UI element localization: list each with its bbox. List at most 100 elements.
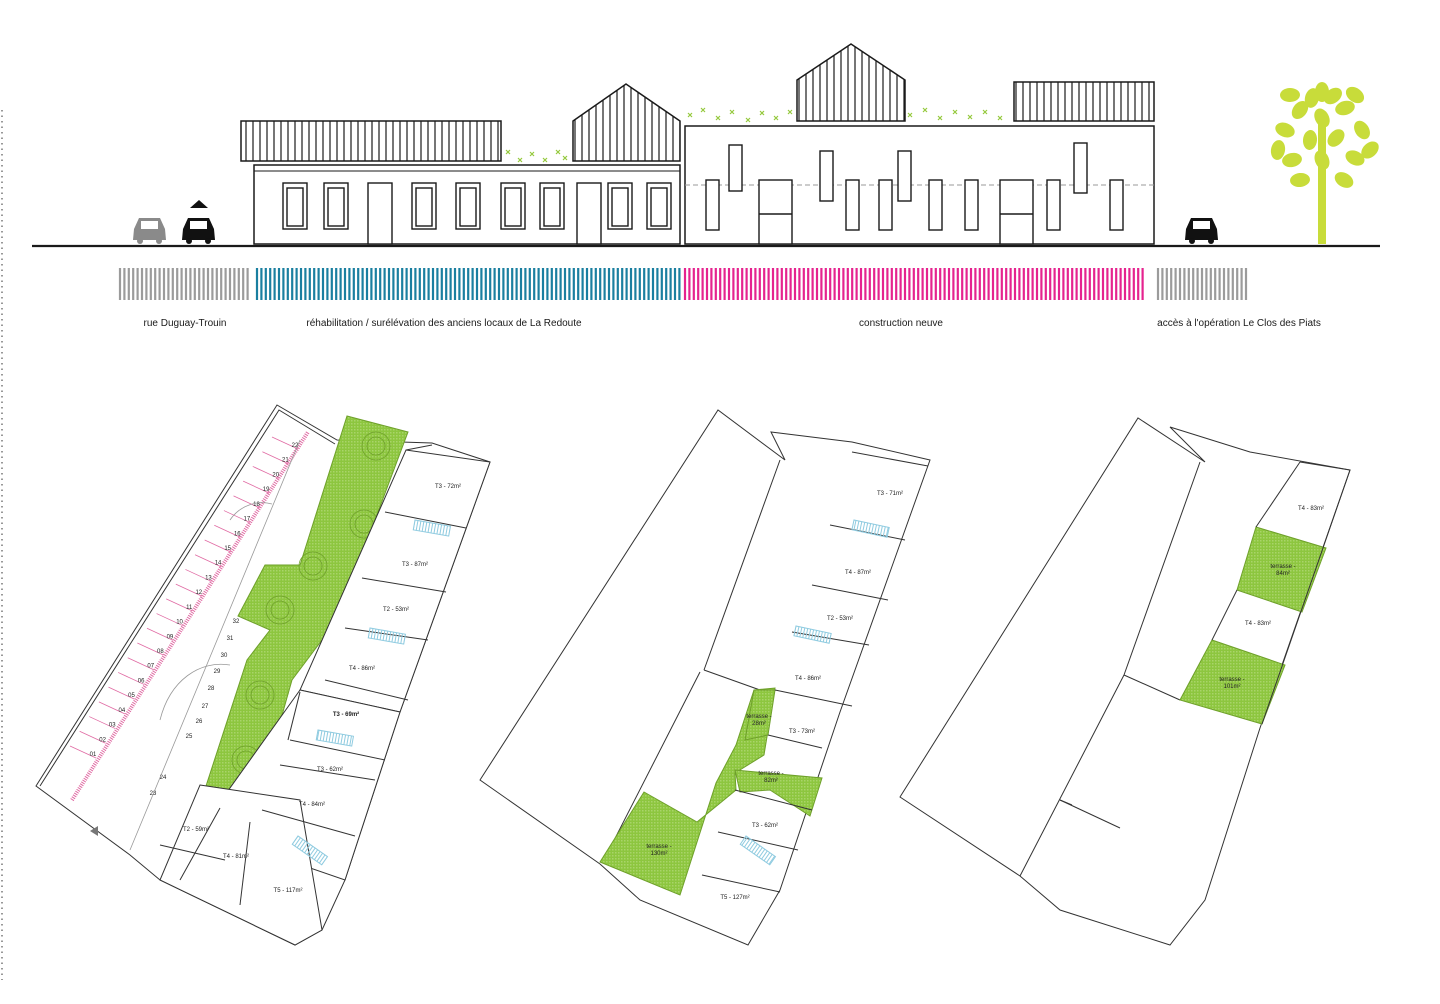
parking-number: 27 xyxy=(202,704,209,710)
parking-stall-line xyxy=(204,539,231,553)
garden-tree xyxy=(265,595,295,625)
parking-number: 14 xyxy=(215,561,222,567)
stair-icon xyxy=(412,519,452,537)
terrace-label: terrasse - xyxy=(746,714,771,720)
terrace-label: terrasse - xyxy=(758,771,783,777)
plan-wall xyxy=(734,789,813,811)
unit-label: T5 - 127m² xyxy=(720,895,749,901)
zone-label-new: construction neuve xyxy=(859,318,943,329)
unit-label: T4 - 84m² xyxy=(299,802,325,808)
stair-icon xyxy=(291,835,329,866)
garden-tree-inner xyxy=(303,556,323,576)
tree-leaf xyxy=(1334,172,1354,188)
parking-number: 22 xyxy=(292,443,299,449)
parking-stall-line xyxy=(175,583,202,597)
gable-roof-left xyxy=(572,83,681,162)
plan-wall xyxy=(701,874,781,893)
plan-wall xyxy=(289,739,386,761)
vegetation-mark xyxy=(773,115,779,121)
tree-leaf xyxy=(1314,150,1330,170)
parking-number: 25 xyxy=(186,734,193,740)
tree-leaf xyxy=(1345,86,1365,104)
parking-number: 09 xyxy=(167,634,174,640)
plan-wall xyxy=(361,577,447,593)
parking-number: 18 xyxy=(253,502,260,508)
vegetation-mark xyxy=(729,109,735,115)
plan3-outline xyxy=(899,417,1351,946)
garden-tree-inner xyxy=(366,436,386,456)
parking-number: 04 xyxy=(119,708,126,714)
tree-leaf xyxy=(1324,87,1342,105)
parking-number: 08 xyxy=(157,649,164,655)
plan-wall xyxy=(767,734,823,749)
roof-vegetation xyxy=(505,107,1003,163)
tree-leaf xyxy=(1275,122,1295,138)
rooftop-extension-left xyxy=(240,120,502,162)
plan-wall xyxy=(287,691,301,741)
garden-tree xyxy=(298,551,328,581)
plan-ground-floor: 0102030405060708091011121314151617181920… xyxy=(35,404,491,946)
unit-label: T2 - 59m² xyxy=(183,827,209,833)
unit-label: T4 - 86m² xyxy=(795,676,821,682)
terrace-area: 28m² xyxy=(752,721,766,727)
terrace-label: terrasse - xyxy=(646,844,671,850)
plan-wall xyxy=(405,444,433,451)
plan-wall xyxy=(179,807,221,881)
parking-stall-line xyxy=(79,730,106,744)
unit-label: T2 - 53m² xyxy=(383,607,409,613)
vegetation-mark xyxy=(922,107,928,113)
unit-label: T3 - 69m² xyxy=(333,711,359,718)
parking-stall-line xyxy=(233,495,260,509)
parking-stall-line xyxy=(185,569,212,582)
zone-label-rehab: réhabilitation / surélévation des ancien… xyxy=(306,318,582,329)
unit-label: T3 - 72m² xyxy=(435,484,461,490)
parking-line xyxy=(70,430,310,802)
gable-roof-center xyxy=(796,43,906,122)
parking-stall-line xyxy=(223,510,251,523)
vegetation-mark xyxy=(529,151,535,157)
parking-number: 05 xyxy=(128,693,135,699)
plan-wall xyxy=(159,844,226,861)
vegetation-mark xyxy=(505,149,511,155)
parking-stall-line xyxy=(156,613,183,626)
parking-stall-line xyxy=(166,598,193,612)
parking-number: 19 xyxy=(263,487,270,493)
parking-number: 24 xyxy=(160,775,167,781)
parking-stall-line xyxy=(146,627,174,641)
plan-wall xyxy=(239,821,251,906)
parking-stall-line xyxy=(271,436,299,450)
vegetation-mark xyxy=(952,109,958,115)
zone-label-access: accès à l'opération Le Clos des Piats xyxy=(1157,318,1321,329)
parking-number: 20 xyxy=(272,472,279,478)
zone-label-street: rue Duguay-Trouin xyxy=(143,318,227,329)
parking-stall-line xyxy=(69,745,97,759)
vegetation-mark xyxy=(700,107,706,113)
stair-icon xyxy=(739,835,777,866)
tree-leaf xyxy=(1282,152,1302,168)
parking-stall-line xyxy=(252,466,279,479)
vegetation-mark xyxy=(542,157,548,163)
tree-leaf xyxy=(1280,87,1300,103)
garden-tree xyxy=(245,680,275,710)
parking-number: 29 xyxy=(214,669,221,675)
parking-number: 03 xyxy=(109,723,116,729)
parking-number: 32 xyxy=(233,619,240,625)
parking-number: 11 xyxy=(186,605,193,611)
vegetation-mark xyxy=(745,117,751,123)
parking-number: 15 xyxy=(224,546,231,552)
terrace-label: terrasse - xyxy=(1219,677,1244,683)
plan-wall xyxy=(774,689,853,707)
parking-stall-line xyxy=(117,672,145,685)
parking-number: 31 xyxy=(227,636,234,642)
unit-label: T3 - 87m² xyxy=(402,562,428,568)
zone-bars xyxy=(118,268,1248,300)
terrace-label: terrasse - xyxy=(1270,564,1295,570)
plan3-terrace-a xyxy=(1236,526,1327,613)
parking-number: 13 xyxy=(205,575,212,581)
parking-stall-line xyxy=(262,451,289,465)
entrance-arrow-icon xyxy=(190,200,208,208)
parking-number: 21 xyxy=(282,458,289,464)
new-windows xyxy=(705,142,1124,245)
